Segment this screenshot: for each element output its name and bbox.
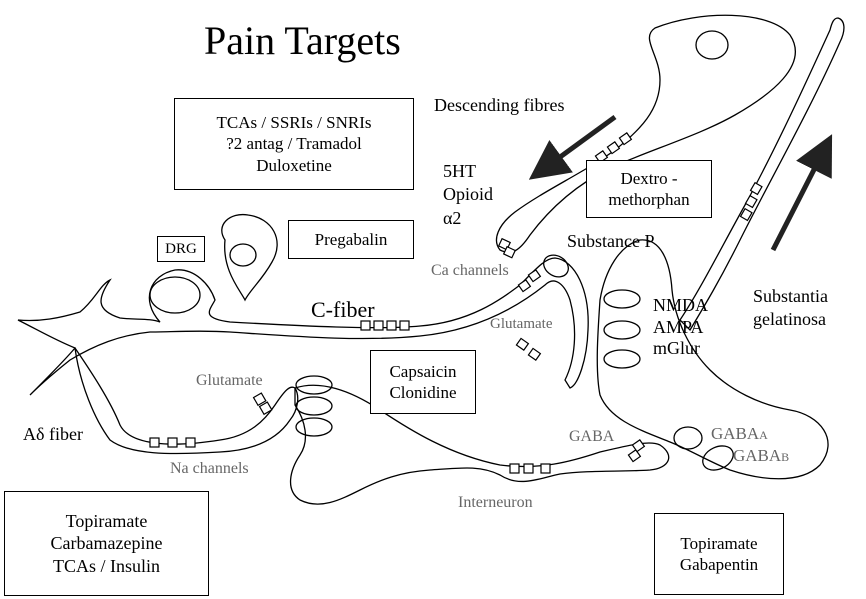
receptor-ellipse-2 — [604, 321, 640, 339]
vesicle-3 — [296, 418, 332, 436]
box-line: Topiramate — [66, 510, 148, 533]
page-title: Pain Targets — [204, 18, 401, 64]
channel-marker — [361, 321, 370, 330]
drg-box: DRG — [157, 236, 205, 262]
label-line: AMPA — [653, 317, 708, 339]
box-line: methorphan — [608, 189, 689, 210]
glutamate-lower-label: Glutamate — [196, 372, 263, 390]
box-line: TCAs / Insulin — [53, 555, 160, 578]
interneuron-label: Interneuron — [458, 494, 533, 512]
channel-marker — [528, 348, 540, 360]
box-line: Carbamazepine — [51, 532, 163, 555]
drg-nucleus — [230, 244, 256, 266]
channel-marker — [150, 438, 159, 447]
label-line: α2 — [443, 207, 493, 230]
gaba-b-text: GABA — [733, 446, 781, 465]
channel-marker — [516, 338, 528, 350]
targets-5ht-label: 5HT Opioid α2 — [443, 160, 493, 230]
label-line: mGlur — [653, 338, 708, 360]
channel-marker — [387, 321, 396, 330]
c-fiber-label: C-fiber — [311, 297, 375, 322]
substance-p-label: Substance P — [567, 231, 655, 252]
gaba-a-label: GABAA — [711, 424, 768, 444]
box-line: Clonidine — [389, 382, 456, 403]
box-line: Topiramate — [680, 533, 757, 554]
channel-marker — [518, 280, 530, 292]
box-line: Capsaicin — [389, 361, 456, 382]
pregabalin-box: Pregabalin — [288, 220, 414, 259]
label-line: Opioid — [443, 183, 493, 206]
label-line: NMDA — [653, 295, 708, 317]
capsaicin-box: Capsaicin Clonidine — [370, 350, 476, 414]
box-line: ?2 antag / Tramadol — [226, 133, 362, 154]
box-line: Dextro - — [620, 168, 677, 189]
a-delta-fiber-label: Aδ fiber — [23, 424, 83, 445]
receptor-ellipse-1 — [604, 290, 640, 308]
vesicle-upper — [540, 251, 573, 281]
box-line: Pregabalin — [315, 229, 388, 250]
vesicle-2 — [296, 397, 332, 415]
glutamate-upper-label: Glutamate — [490, 316, 552, 333]
channel-marker — [528, 270, 540, 282]
channel-marker — [186, 438, 195, 447]
descending-neuron-nucleus — [696, 31, 728, 59]
channel-marker — [374, 321, 383, 330]
channel-marker — [541, 464, 550, 473]
channel-marker — [510, 464, 519, 473]
channel-marker — [746, 196, 757, 208]
topiramate-right-box: Topiramate Gabapentin — [654, 513, 784, 595]
gaba-b-subscript: B — [781, 450, 789, 464]
gaba-a-receptor — [674, 427, 702, 449]
substantia-gelatinosa-label: Substantia gelatinosa — [753, 285, 828, 332]
gaba-b-label: GABAB — [733, 446, 789, 466]
gaba-a-text: GABA — [711, 424, 759, 443]
receptor-ellipse-3 — [604, 350, 640, 368]
channel-marker — [524, 464, 533, 473]
gaba-a-subscript: A — [759, 428, 768, 442]
box-line: Duloxetine — [256, 155, 332, 176]
box-line: TCAs / SSRIs / SNRIs — [217, 112, 372, 133]
box-line: DRG — [165, 240, 197, 259]
label-line: gelatinosa — [753, 308, 828, 331]
channel-marker — [607, 142, 619, 154]
ascending-arrow — [773, 152, 823, 250]
antidepressants-box: TCAs / SSRIs / SNRIs ?2 antag / Tramadol… — [174, 98, 414, 190]
label-line: 5HT — [443, 160, 493, 183]
receptors-label: NMDA AMPA mGlur — [653, 295, 708, 360]
topiramate-left-box: Topiramate Carbamazepine TCAs / Insulin — [4, 491, 209, 596]
ca-channels-label: Ca channels — [431, 262, 509, 280]
channel-marker — [400, 321, 409, 330]
gaba-label: GABA — [569, 428, 614, 446]
box-line: Gabapentin — [680, 554, 758, 575]
channel-marker — [632, 440, 644, 452]
descending-fibres-label: Descending fibres — [434, 95, 564, 116]
na-channels-label: Na channels — [170, 460, 249, 478]
channel-marker — [628, 450, 640, 462]
label-line: Substantia — [753, 285, 828, 308]
channel-marker — [619, 133, 631, 145]
channel-marker — [168, 438, 177, 447]
drg-inner-loop — [150, 277, 200, 313]
dextromethorphan-box: Dextro - methorphan — [586, 160, 712, 218]
